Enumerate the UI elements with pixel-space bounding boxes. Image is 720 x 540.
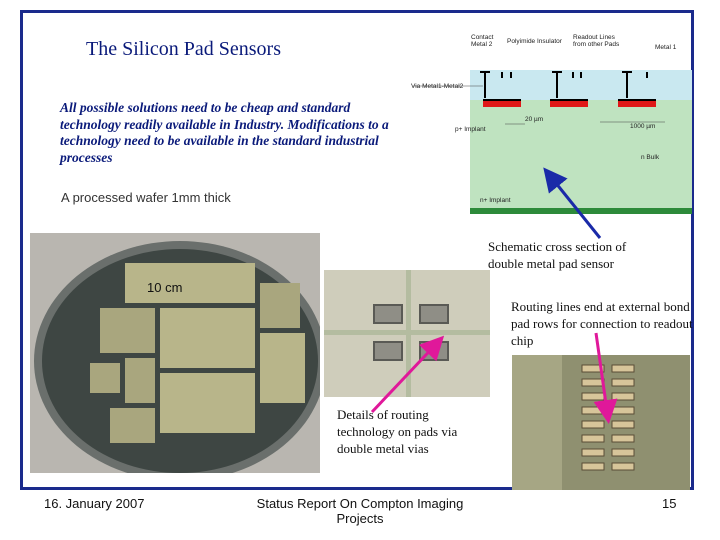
wafer-photo xyxy=(30,233,320,473)
label-readout-lines: Readout Lines from other Pads xyxy=(573,34,620,48)
label-via: Via Metal1-Metal2 xyxy=(411,83,464,90)
label-width-1000: 1000 µm xyxy=(630,123,656,130)
bond-pad-graphic xyxy=(512,355,635,490)
slide-frame xyxy=(20,10,694,490)
routing-end-caption: Routing lines end at external bond pad r… xyxy=(511,299,693,348)
label-contact-metal2: Contact Metal 2 xyxy=(471,34,494,48)
bond-pad-photo xyxy=(512,355,690,490)
page-number: 15 xyxy=(662,496,677,511)
label-polyimide: Polyimide Insulator xyxy=(507,38,562,45)
schematic-graphic xyxy=(413,70,692,214)
label-metal1: Metal 1 xyxy=(655,44,677,51)
routing-details-caption: Details of routing technology on pads vi… xyxy=(337,406,487,457)
wafer-graphic xyxy=(34,241,320,473)
wafer-size-label: 10 cm xyxy=(145,280,185,295)
footer-center: Status Report On Compton Imaging Project… xyxy=(256,496,464,526)
label-p-implant: p+ Implant xyxy=(455,126,486,133)
slide-title: The Silicon Pad Sensors xyxy=(86,38,281,60)
intro-text: All possible solutions need to be cheap … xyxy=(60,100,389,165)
pad-routing-graphic xyxy=(324,270,490,397)
label-n-bulk: n Bulk xyxy=(641,154,660,161)
label-n-implant: n+ Implant xyxy=(480,197,511,204)
footer-date: 16. January 2007 xyxy=(44,496,145,511)
wafer-thickness-label: A processed wafer 1mm thick xyxy=(61,190,231,205)
label-width-20: 20 µm xyxy=(525,116,544,123)
schematic-cross-section: Contact Metal 2 Polyimide Insulator Read… xyxy=(405,28,695,216)
schematic-caption: Schematic cross section of double metal … xyxy=(488,239,627,271)
pad-routing-photo xyxy=(324,270,490,397)
